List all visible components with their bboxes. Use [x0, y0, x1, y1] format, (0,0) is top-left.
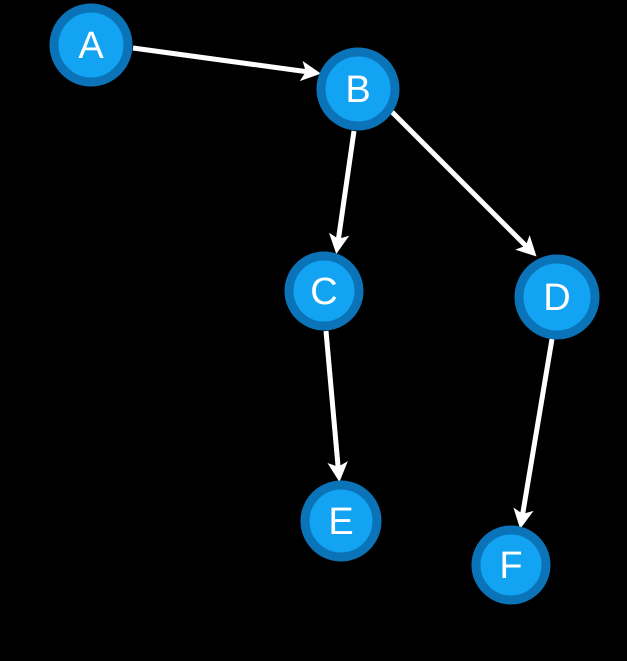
graph-node-a[interactable]: A: [49, 3, 133, 87]
node-circle-c[interactable]: [284, 251, 364, 331]
node-label-b: B: [345, 69, 370, 111]
node-circle-b[interactable]: [316, 47, 400, 131]
node-label-a: A: [78, 25, 104, 67]
graph-node-b[interactable]: B: [316, 47, 400, 131]
node-circle-e[interactable]: [300, 480, 382, 562]
edges-layer: [132, 45, 555, 529]
graph-node-e[interactable]: E: [300, 480, 382, 562]
node-circle-d[interactable]: [514, 254, 600, 340]
graph-edge-a-to-b: [132, 45, 321, 82]
graph-edge-c-to-e: [323, 330, 348, 482]
graph-node-c[interactable]: C: [284, 251, 364, 331]
graph-node-f[interactable]: F: [471, 525, 551, 605]
node-circle-f[interactable]: [471, 525, 551, 605]
node-circle-a[interactable]: [49, 3, 133, 87]
graph-edge-d-to-f: [513, 338, 555, 529]
node-label-f: F: [499, 545, 522, 587]
node-label-e: E: [328, 501, 353, 543]
graph-edge-b-to-c: [328, 130, 357, 254]
graph-node-d[interactable]: D: [514, 254, 600, 340]
node-label-c: C: [310, 271, 337, 313]
node-label-d: D: [543, 277, 570, 319]
graph-edge-b-to-d: [390, 110, 537, 257]
nodes-layer: A B C D E F: [49, 3, 600, 605]
